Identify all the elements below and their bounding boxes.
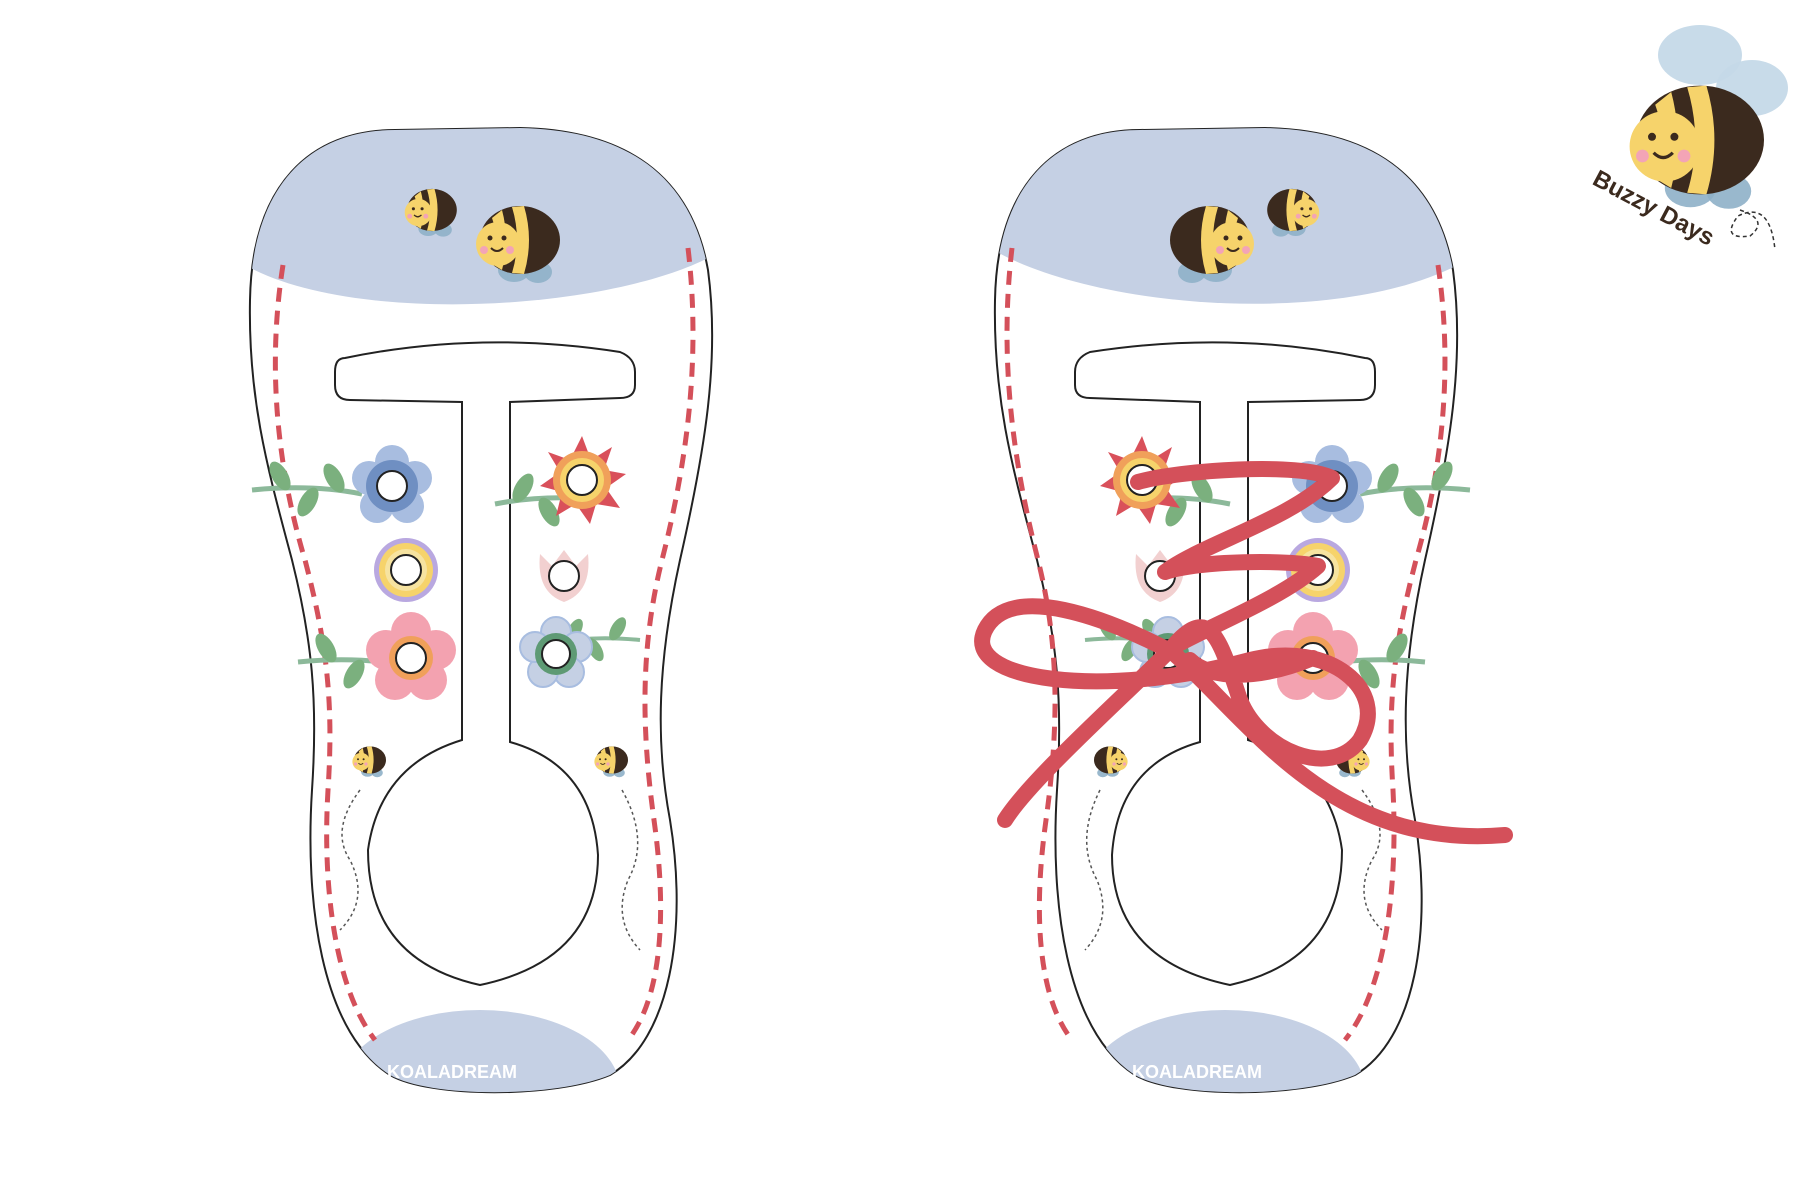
- brand-logo: Buzzy Days: [1588, 25, 1788, 252]
- shoe-right-toe-cap: [994, 128, 1458, 304]
- bee-trail-icon: [1084, 789, 1104, 951]
- shoe-left: KOALADREAM: [248, 126, 714, 1094]
- shoe-right: KOALADREAM: [974, 126, 1513, 1094]
- shoe-lace[interactable]: [974, 461, 1513, 845]
- shoe-right-footer-brand: KOALADREAM: [1132, 1062, 1262, 1082]
- shoe-left-slot: [334, 341, 636, 987]
- eyelet-yellow-daisy[interactable]: [373, 537, 439, 603]
- wing-icon: [1658, 25, 1742, 85]
- shoe-left-footer-brand: KOALADREAM: [387, 1062, 517, 1082]
- shoe-left-stitching: [272, 247, 696, 1042]
- shoe-right-heel-cap: [1085, 1010, 1365, 1093]
- shoe-left-toe-cap: [249, 128, 713, 305]
- shoe-left-heel-cap: [340, 1010, 620, 1093]
- bee-trail-icon: [621, 789, 641, 951]
- bee-trail-icon: [1730, 209, 1776, 251]
- shoe-right-stitching: [1004, 247, 1448, 1042]
